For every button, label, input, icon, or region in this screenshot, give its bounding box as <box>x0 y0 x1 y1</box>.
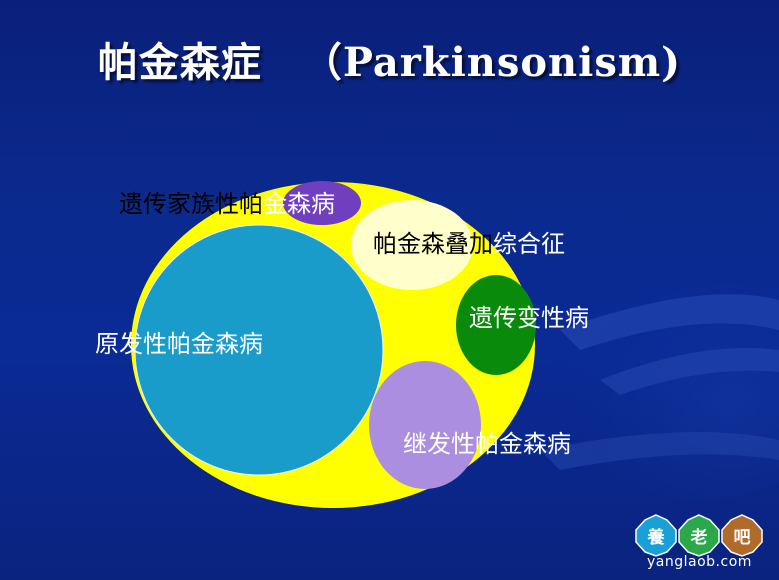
label-familial-dark: 遗传家族性帕 <box>119 190 263 218</box>
slide-title: 帕金森症 （Parkinsonism) <box>0 30 779 88</box>
label-plus-light: 综合征 <box>493 230 565 258</box>
label-parkinson-plus: 帕金森叠加综合征 <box>373 230 565 258</box>
background-swirl <box>540 260 779 500</box>
label-familial-light: 金森病 <box>263 190 335 218</box>
logo-char-3: 吧 <box>734 528 751 548</box>
hereditary-degenerative-circle <box>456 275 536 375</box>
logo-char-1: 養 <box>647 527 665 548</box>
title-english: （Parkinsonism) <box>301 39 682 86</box>
label-primary-parkinsons: 原发性帕金森病 <box>95 330 263 358</box>
watermark-url: yanglaob.com <box>647 554 752 570</box>
logo-badge-1: 養 <box>635 514 677 557</box>
label-secondary-parkinsonism: 继发性帕金森病 <box>403 430 571 458</box>
logo-badge-2: 老 <box>678 514 720 557</box>
label-hereditary-degenerative: 遗传变性病 <box>469 304 589 332</box>
label-plus-dark: 帕金森叠加 <box>373 230 493 258</box>
title-chinese: 帕金森症 <box>97 39 262 86</box>
secondary-parkinsonism-circle <box>369 361 481 489</box>
label-familial-parkinsons: 遗传家族性帕金森病 <box>119 190 335 218</box>
primary-parkinsons-circle <box>134 224 384 476</box>
parkinson-plus-circle <box>351 200 473 290</box>
watermark-logo: 養 老 吧 <box>635 514 763 557</box>
logo-char-2: 老 <box>690 527 708 548</box>
logo-badge-3: 吧 <box>721 514 763 557</box>
familial-parkinsons-circle <box>283 181 361 225</box>
